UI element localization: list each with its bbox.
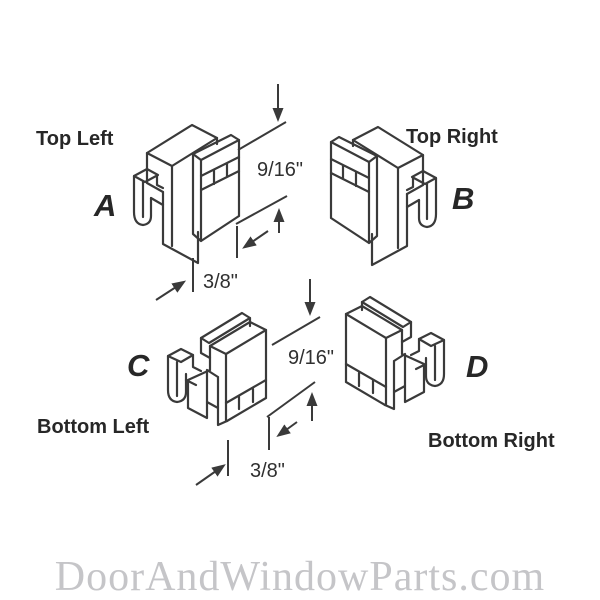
bottom-width-arrow-right — [276, 421, 298, 438]
top-width-arrow-left — [155, 280, 187, 301]
watermark: DoorAndWindowParts.com — [54, 554, 546, 600]
part-letter-c: C — [127, 348, 150, 383]
part-letter-a: A — [93, 188, 116, 223]
part-a-drawing — [132, 123, 241, 265]
part-letter-d: D — [466, 349, 488, 384]
bottom-height-extension-line-lower — [266, 381, 316, 418]
position-label-top-right: Top Right — [406, 126, 498, 148]
bottom-width-dimension-label: 3/8" — [250, 460, 285, 482]
top-height-extension-line-upper — [237, 121, 287, 151]
bottom-height-dimension-label: 9/16" — [288, 347, 334, 369]
position-label-bottom-left: Bottom Left — [37, 416, 150, 438]
position-label-top-left: Top Left — [36, 128, 114, 150]
part-letter-b: B — [452, 181, 474, 216]
top-width-dimension-label: 3/8" — [203, 271, 238, 293]
position-label-bottom-right: Bottom Right — [428, 430, 555, 452]
top-dimension-annotations: 9/16" 3/8" — [155, 84, 303, 301]
top-height-extension-line-lower — [235, 195, 288, 225]
bottom-height-extension-line-upper — [271, 316, 321, 346]
top-width-arrow-right — [242, 230, 269, 249]
part-d-drawing — [344, 295, 446, 411]
part-c-drawing — [166, 311, 268, 427]
part-b-drawing — [329, 125, 438, 267]
top-height-dimension-label: 9/16" — [257, 159, 303, 181]
bottom-dimension-annotations: 9/16" 3/8" — [195, 279, 334, 486]
bottom-width-arrow-left — [195, 464, 226, 486]
